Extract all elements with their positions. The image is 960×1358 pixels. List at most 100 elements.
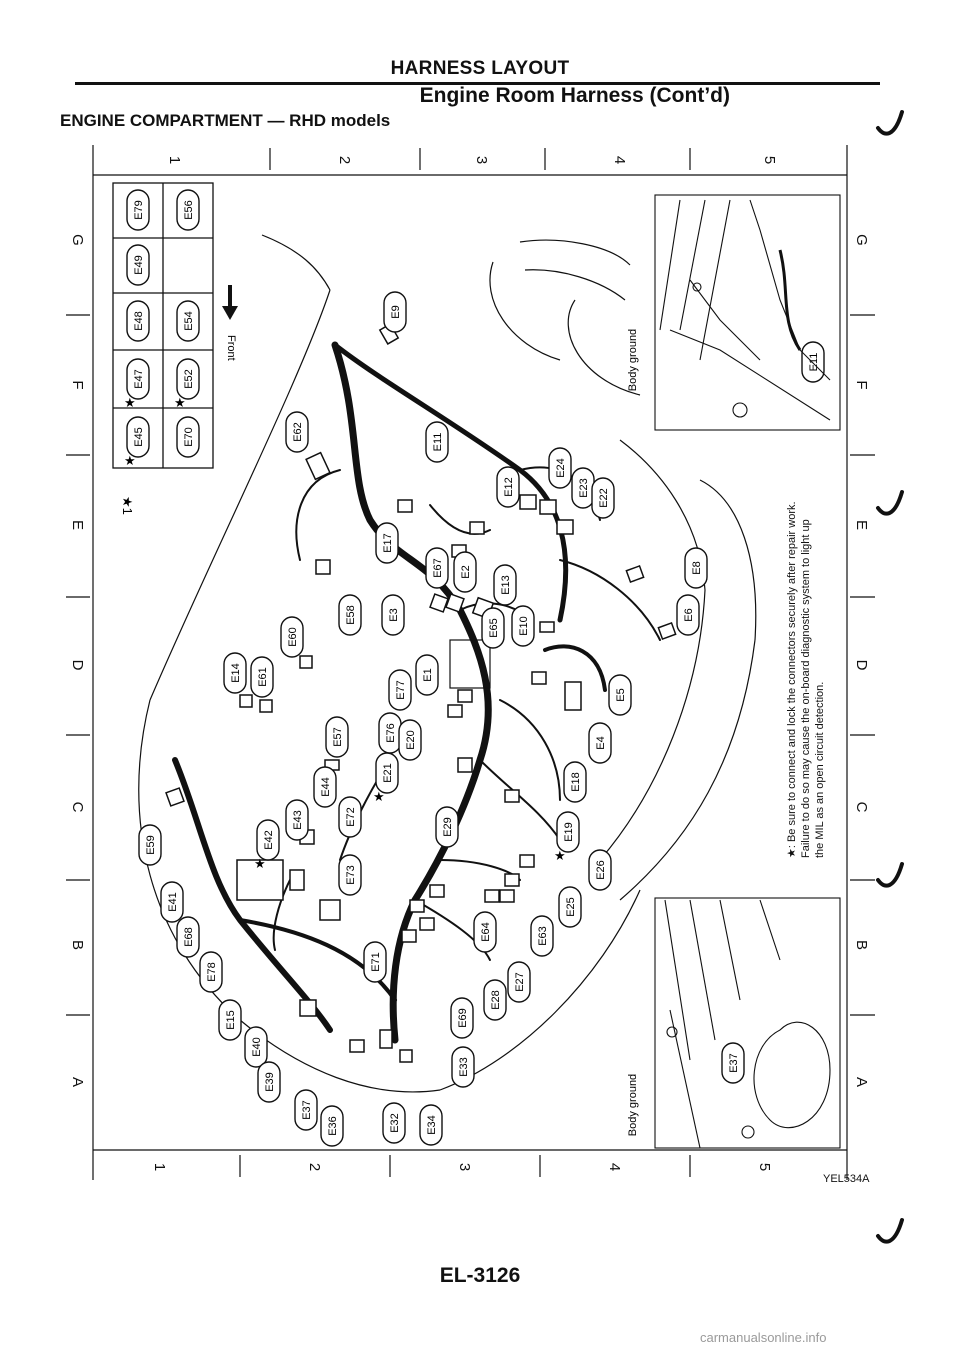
svg-text:E11: E11 [432,433,444,452]
svg-text:E63: E63 [537,926,549,946]
svg-text:E47: E47 [133,369,145,389]
connector-e44: E44 [313,766,337,808]
connector-e42: E42★ [254,819,280,872]
connector-e13: E13 [493,564,517,606]
connector-e65: E65 [481,607,505,649]
col-top-4: 4 [611,156,628,164]
connector-e22: E22 [591,477,615,519]
page-number: EL-3126 [439,1264,521,1287]
note-line-3: the MIL as an open circuit detection. [814,682,826,858]
col-top-1: 1 [166,156,183,164]
connector-e2: E2 [453,551,477,593]
svg-text:E2: E2 [460,565,472,578]
connector-e1: E1 [415,654,439,696]
svg-text:E23: E23 [578,478,590,498]
connector-e61: E61 [250,656,274,698]
front-arrow-icon [222,285,238,320]
svg-text:E36: E36 [327,1116,339,1136]
svg-text:E72: E72 [345,807,357,827]
watermark: carmanualsonline.info [700,1330,827,1345]
section-title: ENGINE COMPARTMENT — RHD models [60,111,391,130]
svg-text:E42: E42 [263,830,275,850]
row-right-a: A [853,1077,870,1087]
svg-text:E8: E8 [691,561,703,574]
connector-e27: E27 [507,961,531,1003]
connector-e11: E11 [425,421,449,463]
svg-text:E77: E77 [395,680,407,700]
svg-text:E57: E57 [332,727,344,747]
row-right-c: C [853,802,870,813]
svg-text:E41: E41 [167,892,179,912]
inset-top-body-ground: Body ground [627,329,639,391]
svg-text:E69: E69 [457,1008,469,1028]
connector-e40: E40 [244,1026,268,1068]
connector-e10: E10 [511,605,535,647]
col-bottom-4: 4 [606,1163,623,1171]
svg-text:E32: E32 [389,1113,401,1133]
svg-text:E44: E44 [320,777,332,797]
connector-e32: E32 [382,1102,406,1144]
inset-bottom [654,897,841,1149]
plug-shapes [165,323,677,1063]
connector-e57: E57 [325,716,349,758]
row-left-b: B [69,940,86,950]
svg-text:E52: E52 [183,369,195,389]
grid-frame [66,145,875,1180]
connector-e37: E37 [721,1042,745,1084]
note-line-1: ★: Be sure to connect and lock the conne… [786,501,798,858]
svg-text:E29: E29 [442,817,454,837]
svg-text:E48: E48 [133,311,145,331]
connector-e77: E77 [388,669,412,711]
svg-text:E20: E20 [405,730,417,750]
connector-e48: E48 [126,300,150,342]
svg-text:E6: E6 [683,608,695,621]
connector-e71: E71 [363,941,387,983]
row-right-b: B [853,940,870,950]
connector-e15: E15 [218,999,242,1041]
connector-e70: E70 [176,416,200,458]
connector-e23: E23 [571,467,595,509]
connector-e12: E12 [496,466,520,508]
connector-e59: E59 [138,824,162,866]
connector-e64: E64 [473,911,497,953]
svg-text:E60: E60 [287,627,299,647]
svg-text:E45: E45 [133,427,145,447]
row-left-d: D [69,660,86,671]
connector-e63: E63 [530,915,554,957]
connector-e68: E68 [176,916,200,958]
col-top-3: 3 [473,156,490,164]
title-rule [75,82,880,85]
connector-e21: E21★ [373,752,399,805]
svg-text:E4: E4 [595,736,607,749]
col-top-5: 5 [761,156,778,164]
row-left-g: G [69,234,86,246]
col-bottom-2: 2 [306,1163,323,1171]
svg-text:E28: E28 [490,990,502,1010]
connector-e5: E5 [608,674,632,716]
connector-e9: E9 [383,291,407,333]
svg-text:★: ★ [373,790,385,805]
connector-e20: E20 [398,719,422,761]
connector-e3: E3 [381,594,405,636]
svg-text:★: ★ [174,396,186,411]
svg-text:E39: E39 [264,1072,276,1092]
connector-e19: E19★ [554,811,580,864]
connector-e17: E17 [375,522,399,564]
connector-e60: E60 [280,616,304,658]
note-line-2: Failure to do so may cause the on-board … [800,519,812,858]
row-right-e: E [853,520,870,530]
svg-text:E17: E17 [382,533,394,553]
connector-e4: E4 [588,722,612,764]
connector-e14: E14 [223,652,247,694]
svg-text:★: ★ [124,454,136,469]
connector-e26: E26 [588,849,612,891]
svg-text:E3: E3 [388,608,400,621]
svg-text:E37: E37 [301,1100,313,1120]
col-bottom-5: 5 [756,1163,773,1171]
svg-text:E37: E37 [728,1053,740,1073]
svg-text:E56: E56 [183,200,195,220]
svg-text:E71: E71 [370,952,382,972]
engine-outline [138,234,757,1093]
star-note-grid: ★1 [120,496,135,515]
main-harness [172,341,661,1044]
